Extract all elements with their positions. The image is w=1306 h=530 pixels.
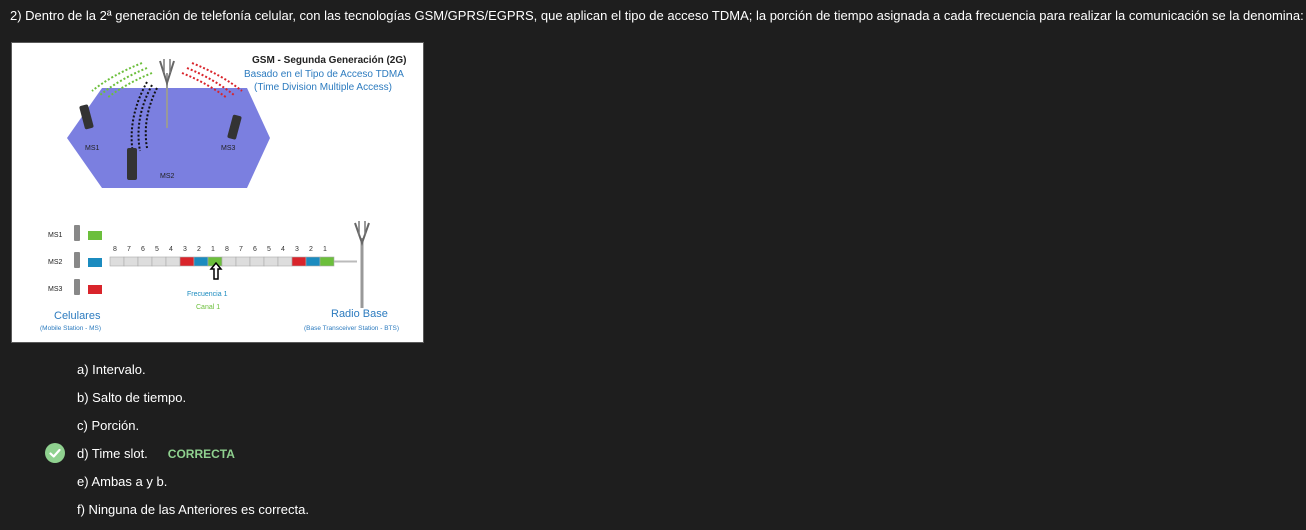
celulares-label: Celulares [54,310,101,322]
time-slot [249,256,265,267]
time-slot [137,256,153,267]
option-a[interactable]: a) Intervalo. [77,362,309,390]
time-slot [123,256,139,267]
option-c[interactable]: c) Porción. [77,418,309,446]
tower-antenna-icon [159,59,175,128]
left-ms1-label: MS1 [48,232,63,239]
option-d[interactable]: d) Time slot. CORRECTA [45,443,309,474]
slot-number: 8 [113,246,117,253]
ms1-color-swatch [88,231,102,240]
slot-number: 2 [309,246,313,253]
ms3-color-swatch [88,285,102,294]
slot-number: 5 [155,246,159,253]
question-text: 2) Dentro de la 2ª generación de telefon… [10,8,1304,23]
slot-number: 2 [197,246,201,253]
figure-title: GSM - Segunda Generación (2G) [252,55,406,66]
slot-number: 7 [239,246,243,253]
time-slot [193,256,209,267]
canal-label: Canal 1 [196,304,220,311]
slot-number: 6 [253,246,257,253]
option-b-text: b) Salto de tiempo. [77,390,187,405]
mobile-phone-icon [74,225,80,295]
slot-number: 1 [323,246,327,253]
option-f-text: f) Ninguna de las Anteriores es correcta… [77,502,309,517]
celulares-sub-label: (Mobile Station - MS) [40,325,101,332]
time-slot [305,256,321,267]
slot-number: 3 [183,246,187,253]
time-slot [319,256,335,267]
option-a-text: a) Intervalo. [77,362,146,377]
radio-base-label: Radio Base [331,308,388,320]
time-slot [151,256,167,267]
slot-number: 1 [211,246,215,253]
time-slot [221,256,237,267]
left-ms2-label: MS2 [48,259,63,266]
tdma-diagram-svg: MS1 MS2 MS3 GSM - Segunda Generación (2G… [40,55,406,332]
time-slot [277,256,293,267]
time-slot [165,256,181,267]
slot-number: 4 [281,246,285,253]
tdma-diagram-image: MS1 MS2 MS3 GSM - Segunda Generación (2G… [11,42,424,343]
option-e[interactable]: e) Ambas a y b. [77,474,309,502]
slot-number: 7 [127,246,131,253]
time-slot [263,256,279,267]
radio-waves [91,62,243,155]
figure-subtitle-1: Basado en el Tipo de Acceso TDMA [244,69,404,80]
left-ms3-label: MS3 [48,286,63,293]
ms2-label: MS2 [160,173,175,180]
check-circle-icon [45,443,65,463]
slot-number: 6 [141,246,145,253]
option-d-text: d) Time slot. [77,446,148,461]
answer-options: a) Intervalo. b) Salto de tiempo. c) Por… [45,362,309,530]
radio-base-sub-label: (Base Transceiver Station - BTS) [304,325,399,332]
option-b[interactable]: b) Salto de tiempo. [77,390,309,418]
correct-badge: CORRECTA [167,447,235,461]
slot-number: 8 [225,246,229,253]
cell-hexagon [67,88,270,188]
mobile-phone-icon [79,104,242,180]
option-f[interactable]: f) Ninguna de las Anteriores es correcta… [77,502,309,530]
bts-tower-icon [354,221,370,308]
time-slot [109,256,125,267]
time-slot [179,256,195,267]
ms1-label: MS1 [85,145,100,152]
ms3-label: MS3 [221,145,236,152]
figure-subtitle-2: (Time Division Multiple Access) [254,82,392,93]
option-e-text: e) Ambas a y b. [77,474,168,489]
slot-number: 4 [169,246,173,253]
freq-label: Frecuencia 1 [187,291,228,298]
slot-number: 5 [267,246,271,253]
time-slot [235,256,251,267]
up-arrow-icon [209,261,223,280]
slot-number: 3 [295,246,299,253]
option-c-text: c) Porción. [77,418,140,433]
ms2-color-swatch [88,258,102,267]
time-slot [291,256,307,267]
